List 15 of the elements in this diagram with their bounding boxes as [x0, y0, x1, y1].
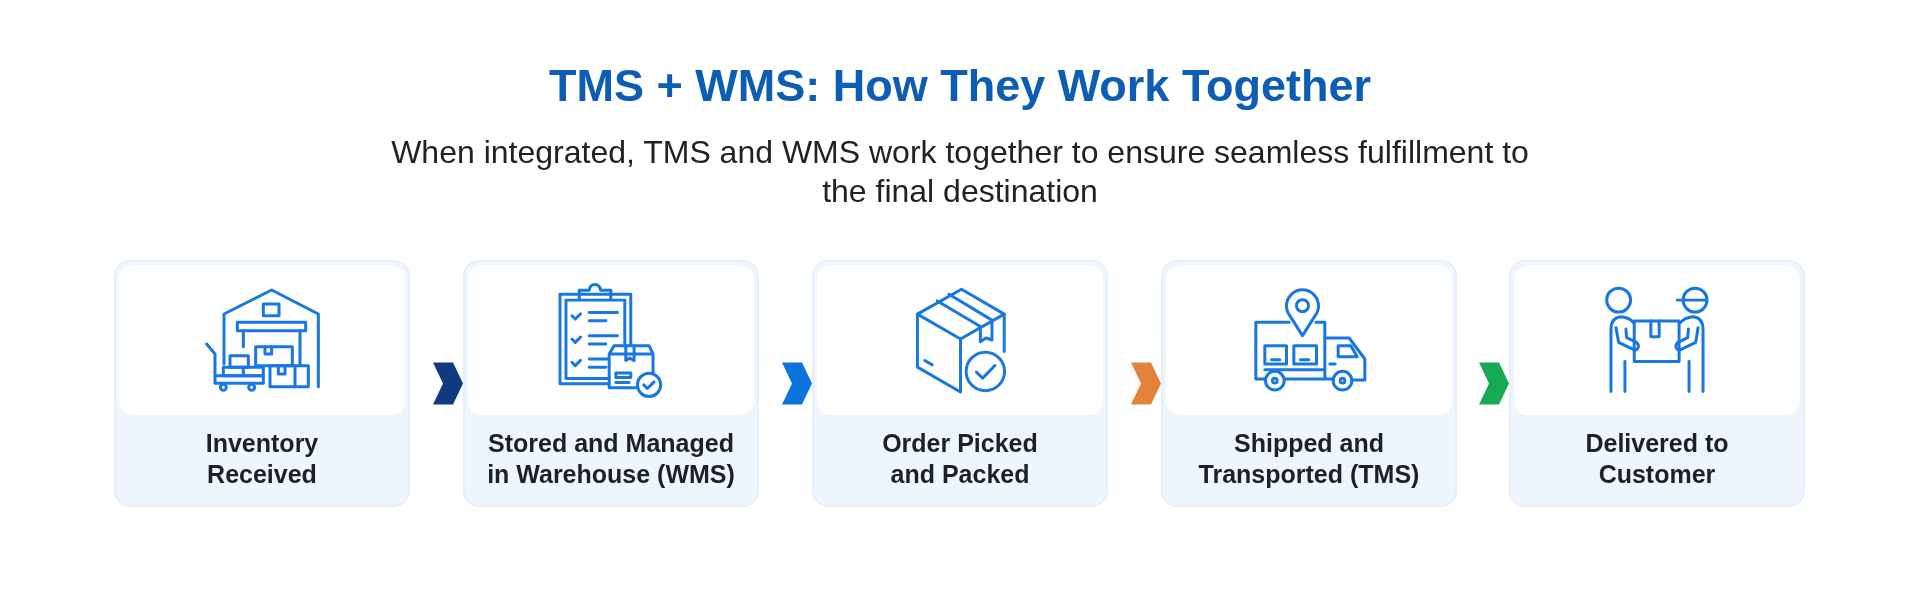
chevron-arrow [782, 362, 812, 405]
step-label: Stored and Managed in Warehouse (WMS) [487, 427, 735, 490]
chevron-arrow [1131, 362, 1161, 405]
step-label: Inventory Received [205, 427, 319, 490]
step-label: Shipped and Transported (TMS) [1198, 427, 1420, 490]
step-card [812, 260, 1108, 507]
step-card [1509, 260, 1805, 507]
step-card [1161, 260, 1457, 507]
step-label: Order Picked and Packed [882, 427, 1038, 490]
subtitle: When integrated, TMS and WMS work together to ensure seamless fulfillment to the final destination [390, 133, 1530, 211]
step-card [114, 260, 410, 507]
chevron-arrow [433, 362, 463, 405]
title: TMS + WMS: How They Work Together [548, 59, 1372, 113]
step-label: Delivered to Customer [1585, 427, 1729, 490]
step-card [463, 260, 759, 507]
